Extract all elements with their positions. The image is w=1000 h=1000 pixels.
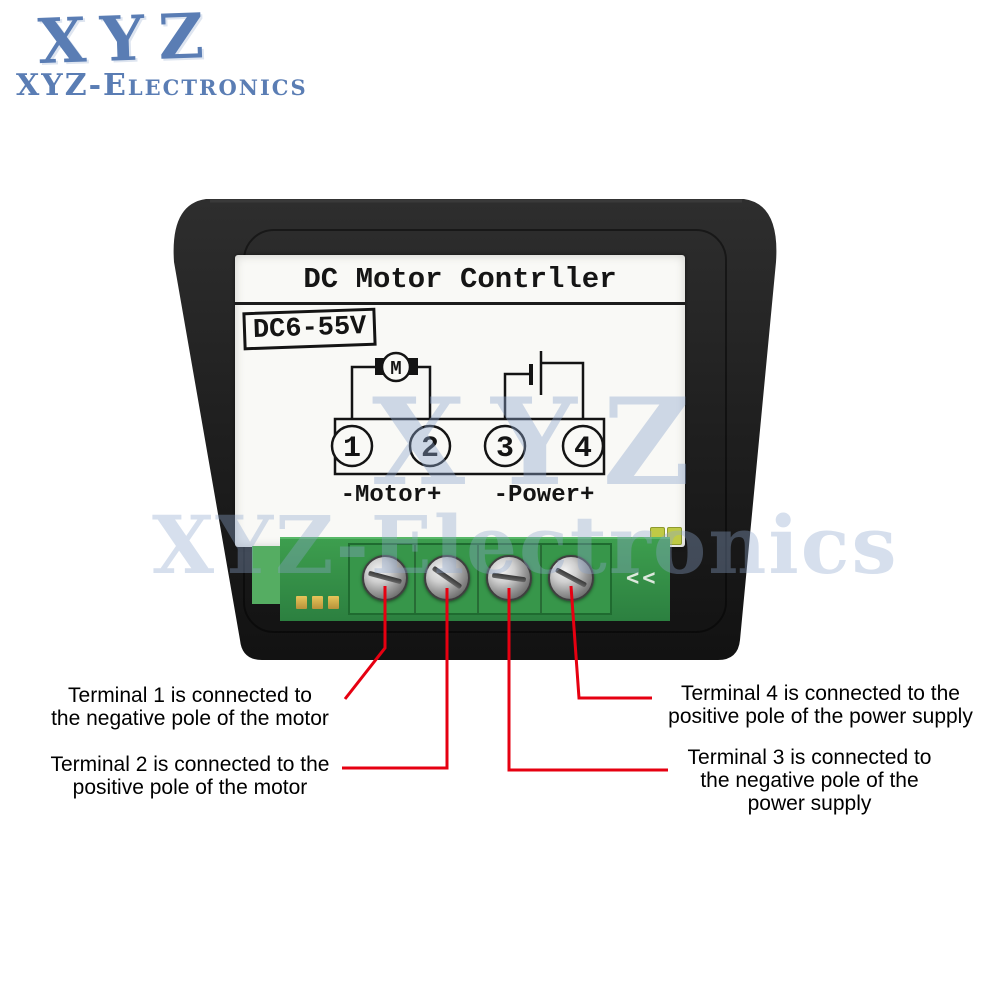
brand-logo: XYZ [36,0,219,79]
terminal-number-1: 1 [343,432,361,466]
screw-slot [491,572,527,583]
power-terminals-label: -Power+ [494,482,595,509]
annotation-line-text: Terminal 3 is connected to [687,746,932,769]
pcb-silkscreen-marks: << [626,566,659,591]
terminal-circle-2 [408,424,452,468]
annotation-line-text: the negative pole of the motor [51,707,329,730]
terminal-screw-4 [548,555,594,601]
annotation-terminal2: Terminal 2 is connected to the positive … [35,753,345,799]
brand-logo-subtitle: XYZ-Electronics [16,68,308,103]
annotation-terminal4: Terminal 4 is connected to the positive … [648,682,993,728]
terminal-screw-2 [424,555,470,601]
terminal-circle-1 [330,424,374,468]
terminal-number-4: 4 [574,432,592,466]
solder-pad [296,596,307,609]
annotation-line-text: Terminal 2 is connected to the [50,753,330,776]
annotation-line-text: power supply [747,792,872,815]
pcb-edge [252,546,282,604]
label-title: DC Motor Contrller [303,263,617,296]
screw-slot [554,567,588,588]
motor-symbol-letter: M [390,358,401,380]
solder-pad [328,596,339,609]
pcb-component [667,527,682,545]
annotation-terminal1: Terminal 1 is connected to the negative … [30,684,350,730]
terminal-number-2: 2 [421,432,439,466]
terminal-circle-3 [483,424,527,468]
terminal-circle-4 [561,424,605,468]
annotation-terminal3: Terminal 3 is connected to the negative … [662,746,957,815]
motor-wire-left [350,365,375,426]
terminal-divider [540,545,542,613]
screw-slot [431,565,463,590]
title-divider [235,302,685,305]
solder-pad [312,596,323,609]
annotation-line-text: positive pole of the power supply [668,705,973,728]
power-wire-left [503,372,531,426]
annotation-line-text: the negative pole of the [700,769,919,792]
motor-brush-right [408,358,418,375]
motor-terminals-label: -Motor+ [341,482,442,509]
motor-wire-right [418,365,432,426]
screw-slot [367,570,403,585]
terminal-divider [414,545,416,613]
wiring-diagram: M 1 2 3 4 -Motor+ -Power+ [330,351,606,509]
annotation-line-text: Terminal 1 is connected to [68,684,312,707]
motor-symbol [380,351,412,383]
annotation-line-text: positive pole of the motor [72,776,308,799]
motor-brush-left [375,358,385,375]
terminal-screw-3 [486,555,532,601]
terminal-screw-1 [362,555,408,601]
terminal-divider [477,545,479,613]
device-label: DC Motor Contrller DC6-55V M 1 2 [235,255,685,547]
terminal-number-3: 3 [496,432,514,466]
power-wire-right [541,361,585,426]
annotation-line-text: Terminal 4 is connected to the [681,682,960,705]
